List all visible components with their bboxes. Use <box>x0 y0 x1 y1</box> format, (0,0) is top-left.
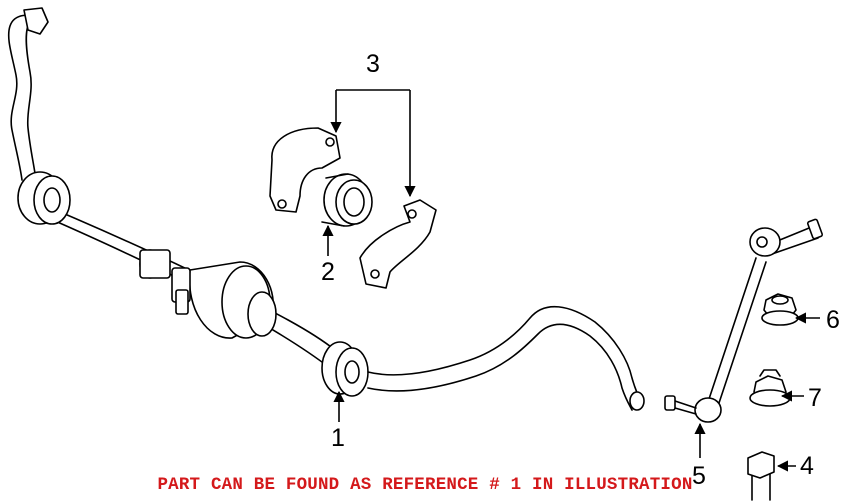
bolt-part-4 <box>747 451 775 501</box>
actuator <box>171 261 277 339</box>
bracket-upper <box>269 127 341 213</box>
right-bushing <box>321 341 369 397</box>
bushing-part-2 <box>321 173 373 227</box>
callout-6: 6 <box>826 306 840 334</box>
callout-1: 1 <box>331 424 345 452</box>
callout-5: 5 <box>692 462 706 490</box>
callout-4: 4 <box>800 452 814 480</box>
reference-note: PART CAN BE FOUND AS REFERENCE # 1 IN IL… <box>157 475 693 495</box>
stabilizer-bar <box>7 7 645 411</box>
leader-lines <box>322 89 820 472</box>
left-bushing <box>17 171 71 225</box>
callout-2: 2 <box>321 258 335 286</box>
bracket-lower <box>359 199 437 289</box>
callout-7: 7 <box>808 384 822 412</box>
nut-part-7 <box>749 369 791 407</box>
nut-part-6 <box>761 293 799 326</box>
callout-3: 3 <box>366 50 380 78</box>
stabilizer-link <box>664 218 824 423</box>
